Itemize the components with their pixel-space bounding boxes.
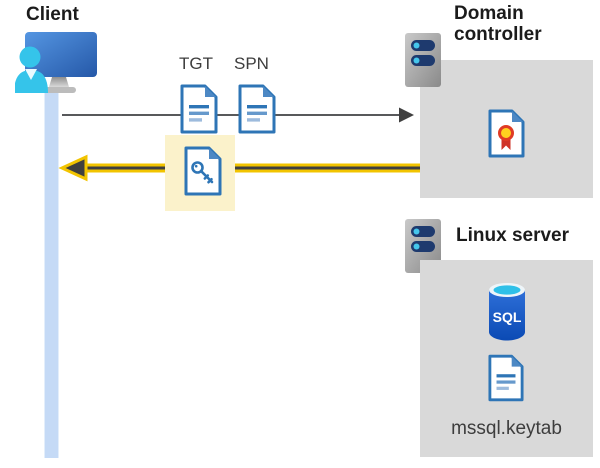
tgt-ticket-document-icon [180, 84, 218, 134]
domain-controller-label: Domain controller [454, 3, 542, 45]
client-label: Client [26, 4, 79, 25]
domain-controller-server-icon [405, 33, 441, 87]
tgt-label: TGT [179, 54, 213, 73]
certificate-icon [488, 109, 525, 158]
keytab-document-icon [488, 354, 524, 402]
keytab-file-label: mssql.keytab [451, 418, 562, 439]
sql-icon-text: SQL [493, 309, 522, 325]
client-timeline-bar [44, 93, 59, 458]
linux-server-icon [405, 219, 441, 273]
request-arrowhead-icon [399, 107, 414, 123]
spn-ticket-document-icon [238, 84, 276, 134]
client-workstation-icon [15, 32, 97, 93]
response-arrowhead-icon [58, 154, 88, 182]
sql-database-icon: SQL [489, 283, 525, 341]
key-document-icon [184, 146, 222, 196]
spn-label: SPN [234, 54, 269, 73]
linux-server-label: Linux server [456, 225, 569, 246]
